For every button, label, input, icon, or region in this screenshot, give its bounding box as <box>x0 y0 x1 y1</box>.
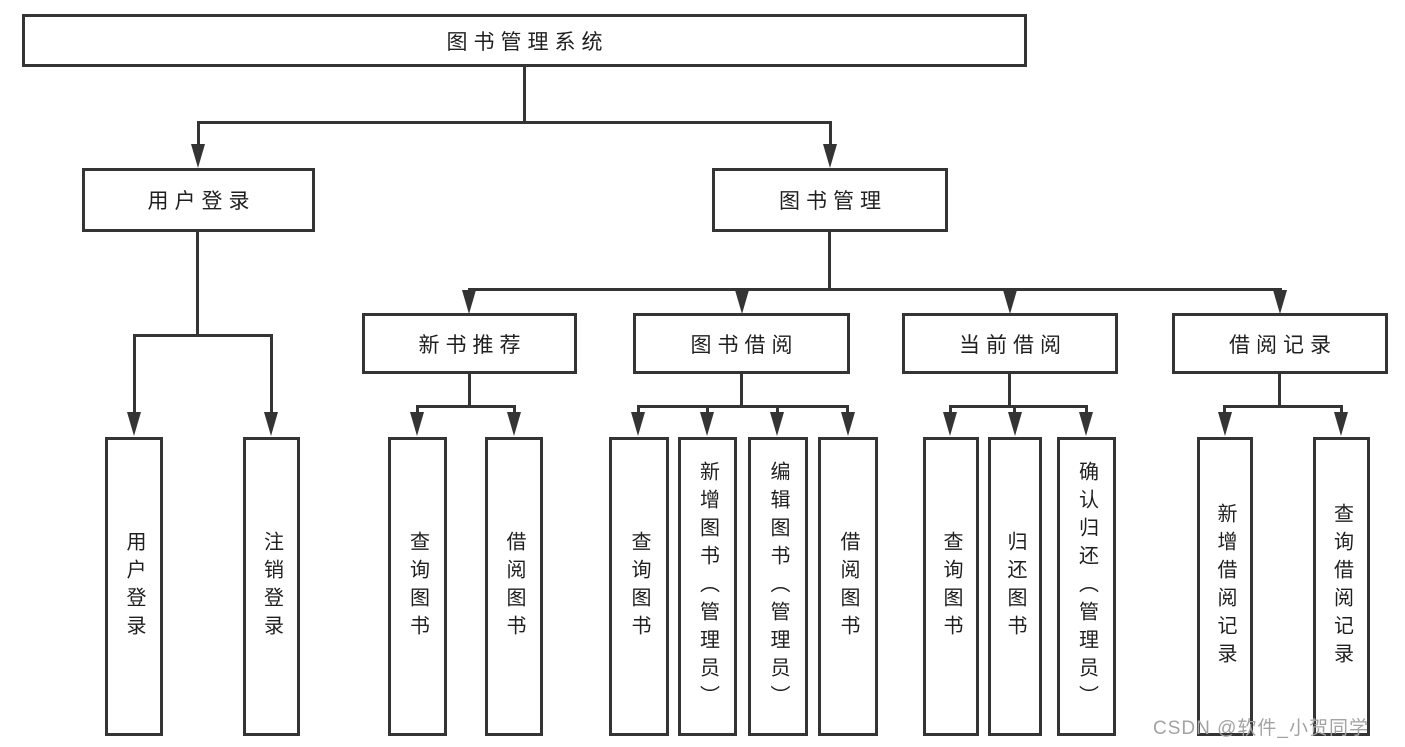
connector-line <box>513 405 516 416</box>
arrow-down-icon <box>1218 412 1232 436</box>
leaf-edit-book-admin: 编辑图书（管理员） <box>748 437 808 736</box>
arrow-down-icon <box>507 412 521 436</box>
leaf-label: 归还图书 <box>1004 530 1026 643</box>
connector-line <box>523 66 526 124</box>
arrow-down-icon <box>264 412 278 436</box>
connector-line <box>133 334 273 337</box>
connector-line <box>1278 373 1281 408</box>
connector-line <box>197 121 832 124</box>
connector-line <box>1223 405 1343 408</box>
arrow-down-icon <box>410 412 424 436</box>
node-book-management: 图书管理 <box>712 168 948 232</box>
connector-line <box>1008 373 1011 408</box>
arrow-down-icon <box>1334 412 1348 436</box>
leaf-query-books-borrowing: 查询图书 <box>609 437 669 736</box>
arrow-down-icon <box>735 290 749 314</box>
leaf-add-book-admin: 新增图书（管理员） <box>678 437 737 736</box>
connector-line <box>949 405 1088 408</box>
leaf-label: 新增图书（管理员） <box>696 460 719 713</box>
node-book-borrowing: 图书借阅 <box>633 313 850 374</box>
arrow-down-icon <box>1273 290 1287 314</box>
arrow-down-icon <box>841 412 855 436</box>
leaf-confirm-return-admin: 确认归还（管理员） <box>1057 437 1116 736</box>
arrow-down-icon <box>631 412 645 436</box>
connector-line <box>828 230 831 291</box>
leaf-borrow-books-borrowing: 借阅图书 <box>818 437 878 736</box>
connector-line <box>846 405 849 416</box>
connector-line <box>637 405 640 416</box>
leaf-label: 借阅图书 <box>837 530 859 643</box>
node-library-system: 图书管理系统 <box>22 14 1027 67</box>
connector-line <box>740 373 743 408</box>
connector-line <box>468 288 1282 291</box>
node-current-borrowing: 当前借阅 <box>902 313 1118 374</box>
connector-line <box>197 121 200 147</box>
leaf-label: 查询图书 <box>940 530 962 643</box>
node-new-book-recommendation: 新书推荐 <box>362 313 577 374</box>
leaf-label: 借阅图书 <box>503 530 525 643</box>
connector-line <box>270 334 273 416</box>
node-user-login: 用户登录 <box>82 168 315 232</box>
leaf-label: 查询图书 <box>628 530 650 643</box>
connector-line <box>1223 405 1226 416</box>
leaf-query-borrow-record: 查询借阅记录 <box>1313 437 1370 736</box>
leaf-label: 新增借阅记录 <box>1214 502 1236 671</box>
arrow-down-icon <box>462 290 476 314</box>
connector-line <box>468 373 471 408</box>
arrow-down-icon <box>1003 290 1017 314</box>
connector-line <box>1085 405 1088 416</box>
connector-line <box>706 405 709 416</box>
leaf-logout: 注销登录 <box>243 437 300 736</box>
arrow-down-icon <box>191 144 205 168</box>
connector-line <box>949 405 952 416</box>
leaf-query-books-recommend: 查询图书 <box>388 437 447 736</box>
arrow-down-icon <box>823 144 837 168</box>
arrow-down-icon <box>127 412 141 436</box>
leaf-query-books-current: 查询图书 <box>923 437 979 736</box>
node-borrowing-records: 借阅记录 <box>1172 313 1388 374</box>
connector-line <box>829 121 832 147</box>
csdn-watermark: CSDN @软件_小贺同学 <box>1153 718 1369 739</box>
arrow-down-icon <box>1008 412 1022 436</box>
connector-line <box>196 230 199 337</box>
leaf-label: 确认归还（管理员） <box>1075 460 1098 713</box>
leaf-label: 查询图书 <box>406 530 429 643</box>
leaf-return-book: 归还图书 <box>988 437 1042 736</box>
connector-line <box>637 405 849 408</box>
connector-line <box>416 405 516 408</box>
arrow-down-icon <box>770 412 784 436</box>
leaf-add-borrow-record: 新增借阅记录 <box>1197 437 1253 736</box>
leaf-label: 编辑图书（管理员） <box>767 460 789 713</box>
arrow-down-icon <box>943 412 957 436</box>
connector-line <box>1340 405 1343 416</box>
connector-line <box>1013 405 1016 416</box>
leaf-user-login: 用户登录 <box>105 437 163 736</box>
leaf-label: 用户登录 <box>123 530 145 643</box>
connector-line <box>776 405 779 416</box>
leaf-label: 查询借阅记录 <box>1330 502 1353 671</box>
connector-line <box>133 334 136 416</box>
leaf-borrow-books-recommend: 借阅图书 <box>485 437 543 736</box>
leaf-label: 注销登录 <box>260 530 283 643</box>
arrow-down-icon <box>700 412 714 436</box>
arrow-down-icon <box>1079 412 1093 436</box>
connector-line <box>416 405 419 416</box>
